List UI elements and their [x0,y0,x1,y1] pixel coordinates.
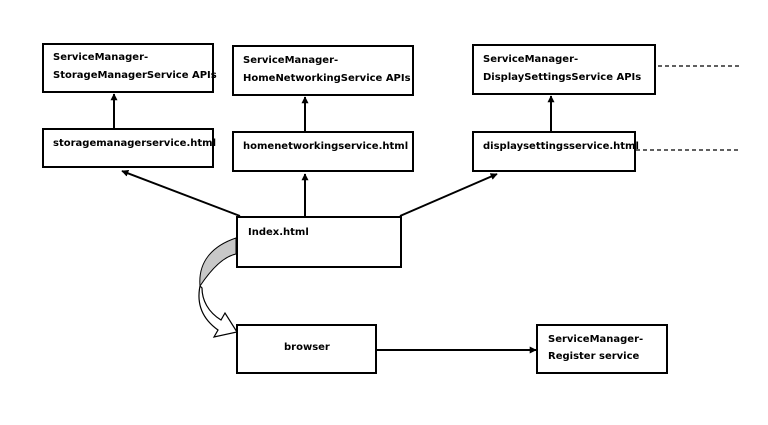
homenet-api-title-line2: HomeNetworkingService APIs [243,73,411,84]
storage-api-title-line2: StorageManagerService APIs [53,70,217,81]
display-api-title-line2: DisplaySettingsService APIs [483,72,642,83]
homenet-api-title-line1: ServiceManager- [243,55,339,66]
display-html-box: displaysettingsservice.html [472,131,639,172]
display-api-title-line1: ServiceManager- [483,54,579,65]
browser-box: browser [236,324,377,374]
storage-api-box: ServiceManager- StorageManagerService AP… [42,43,217,93]
curved-arrow-index-to-browser-head [198,284,238,338]
register-title-line1: ServiceManager- [548,334,644,345]
display-api-box: ServiceManager- DisplaySettingsService A… [472,44,656,95]
curved-arrow-index-to-browser [199,237,237,288]
homenet-api-box: ServiceManager- HomeNetworkingService AP… [232,45,414,96]
edge-index-to-display-html [399,173,498,217]
homenet-html-box: homenetworkingservice.html [232,131,414,172]
display-html-label: displaysettingsservice.html [483,141,639,152]
register-title-line2: Register service [548,351,640,362]
index-html-label: Index.html [248,227,309,238]
index-html-box: Index.html [236,216,402,268]
homenet-html-label: homenetworkingservice.html [243,141,409,152]
register-service-box: ServiceManager- Register service [536,324,668,374]
storage-html-label: storagemanagerservice.html [53,138,216,149]
storage-html-box: storagemanagerservice.html [42,128,216,168]
edge-index-to-storage-html [121,169,241,217]
storage-api-title-line1: ServiceManager- [53,52,149,63]
browser-label: browser [284,342,330,353]
